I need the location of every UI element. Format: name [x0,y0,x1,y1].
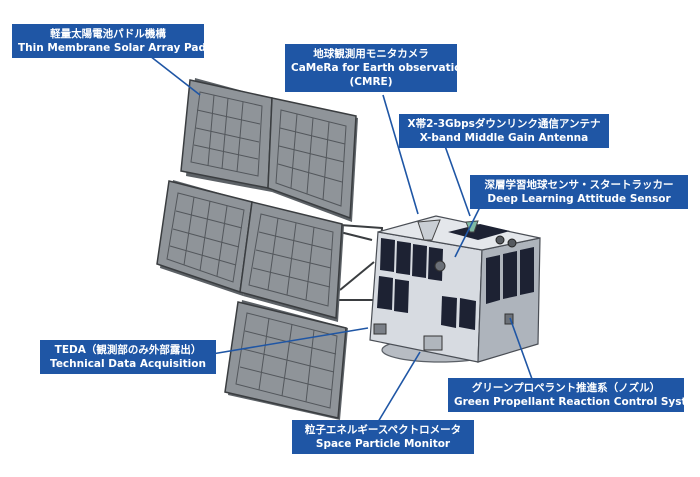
satellite-body [369,215,541,363]
label-dlas: 深層学習地球センサ・スタートラッカー Deep Learning Attitud… [470,175,688,209]
label-xband-antenna: X帯2-3Gbpsダウンリンク通信アンテナ X-band Middle Gain… [399,114,609,148]
label-cmre-en2: (CMRE) [349,76,393,88]
spm-box [423,335,443,351]
label-grcs-en: Green Propellant Reaction Control System [454,396,700,408]
label-spm-ja: 粒子エネルギースペクトロメータ [304,424,462,436]
label-solar-array-paddle: 軽量太陽電池パドル機構 Thin Membrane Solar Array Pa… [12,24,225,58]
label-cmre-en: CaMeRa for Earth observation [291,62,469,74]
dlas-sensor [495,235,505,245]
thruster-nozzle [504,313,514,325]
label-teda-en: Technical Data Acquisition [50,358,206,370]
label-spm-en: Space Particle Monitor [315,438,451,450]
leader-spm [377,351,421,423]
leader-grcs [509,317,533,380]
leader-dlas [454,206,481,258]
label-paddle-ja: 軽量太陽電池パドル機構 [50,28,166,40]
label-paddle-en: Thin Membrane Solar Array Paddle [18,42,225,54]
label-grcs: グリーンプロペラント推進系（ノズル） Green Propellant Reac… [448,378,700,412]
label-dlas-ja: 深層学習地球センサ・スタートラッカー [484,179,674,191]
label-dlas-en: Deep Learning Attitude Sensor [487,193,671,205]
label-cmre-ja: 地球観測用モニタカメラ [313,48,429,60]
label-antenna-en: X-band Middle Gain Antenna [419,132,589,144]
label-antenna-ja: X帯2-3Gbpsダウンリンク通信アンテナ [407,118,601,130]
leader-paddle [149,55,201,96]
label-teda: TEDA（観測部のみ外部露出） Technical Data Acquisiti… [40,340,216,374]
leader-antenna [444,145,471,217]
leader-teda [211,327,369,355]
label-teda-ja: TEDA（観測部のみ外部露出） [54,344,202,356]
label-grcs-ja: グリーンプロペラント推進系（ノズル） [471,382,661,394]
solar-array-paddle [156,78,384,420]
label-spm: 粒子エネルギースペクトロメータ Space Particle Monitor [292,420,474,454]
teda-port [373,323,387,335]
label-cmre: 地球観測用モニタカメラ CaMeRa for Earth observation… [285,44,469,92]
leader-lines [149,55,533,423]
cmre-camera [417,219,441,241]
leader-cmre [382,94,419,215]
